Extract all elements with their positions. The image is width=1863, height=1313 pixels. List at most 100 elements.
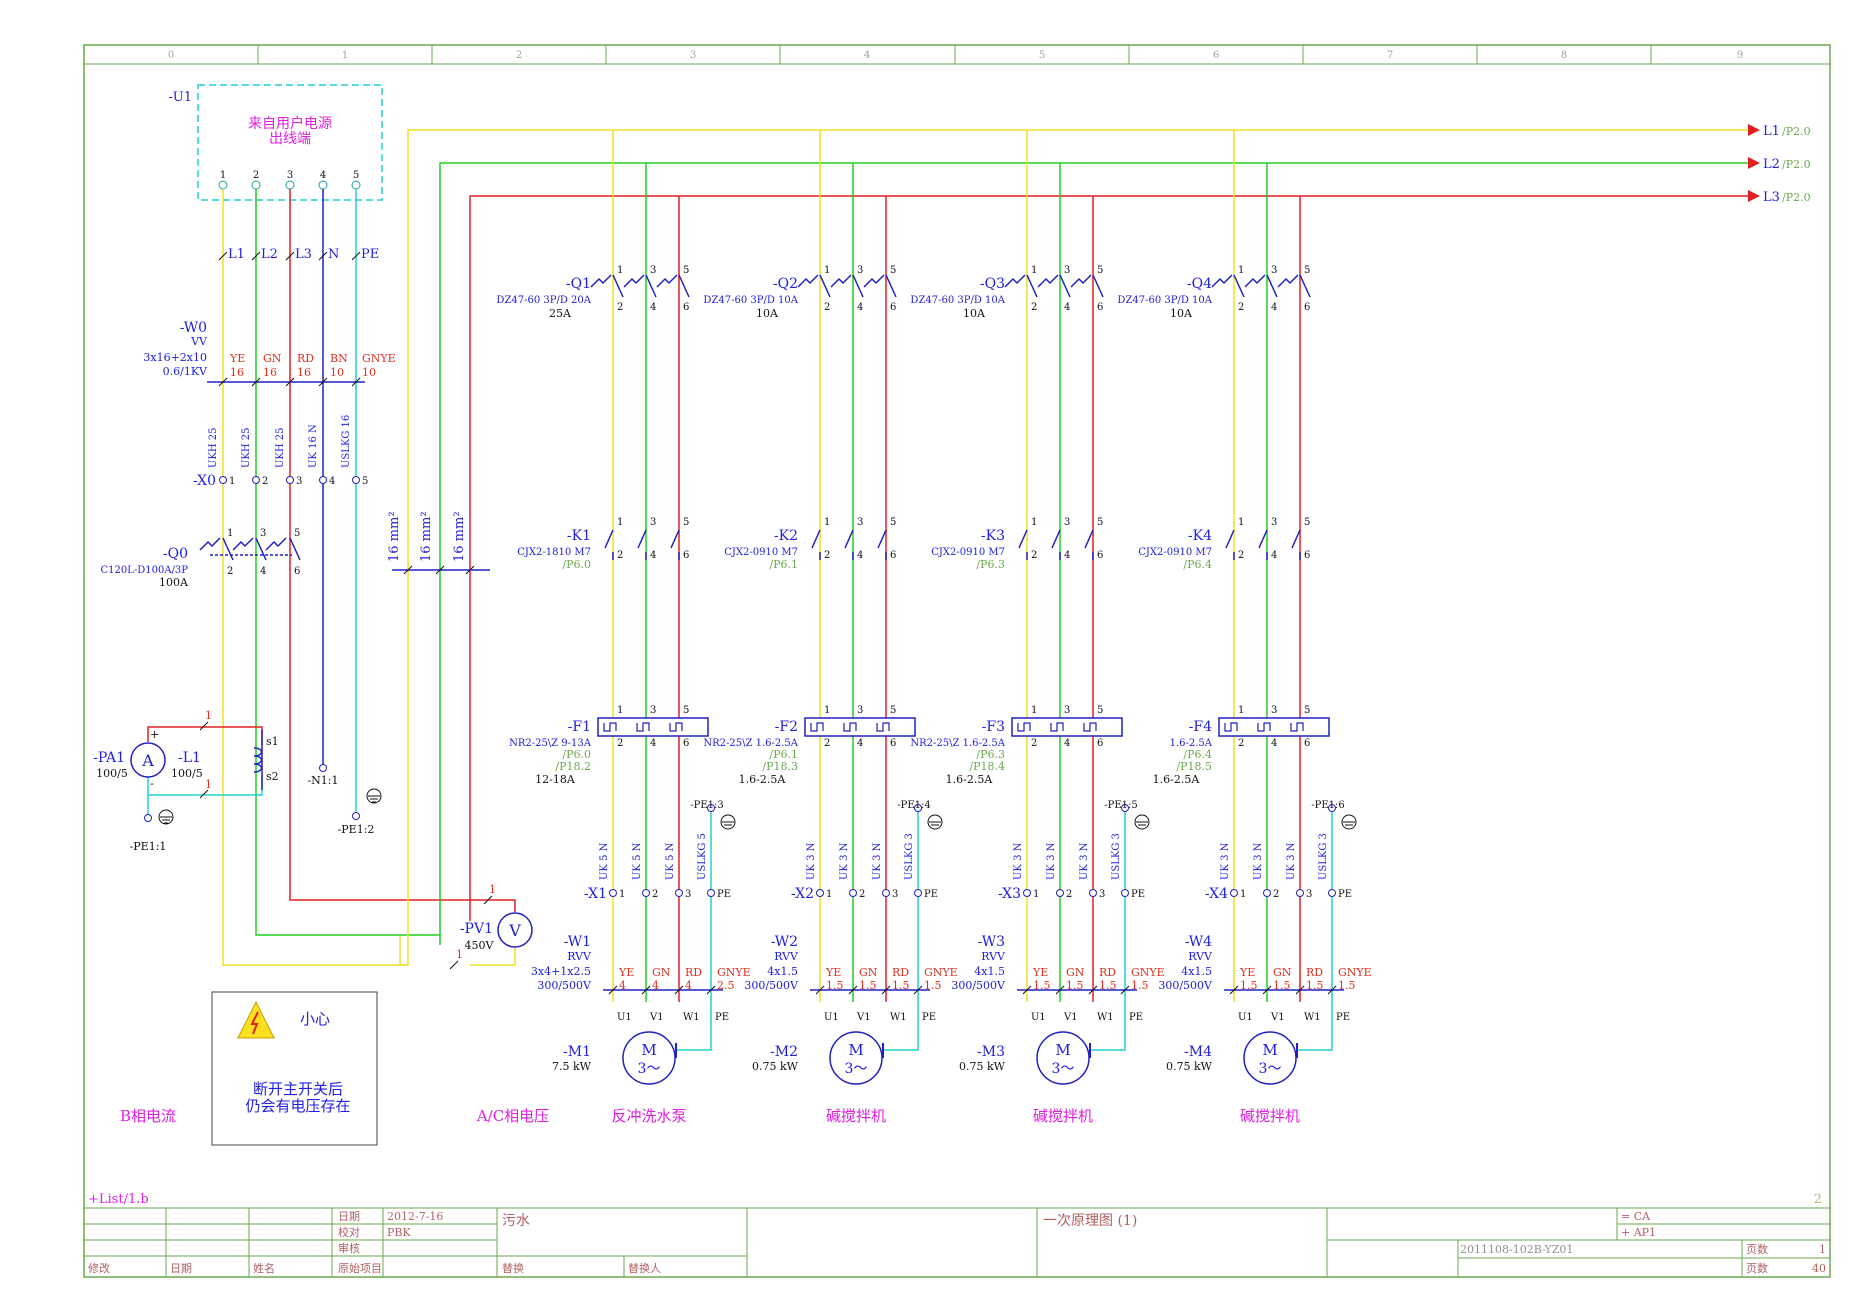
pe-terminal <box>707 804 715 812</box>
motor-pin: U1 <box>617 1012 632 1023</box>
terminal-number: 3 <box>296 476 302 487</box>
pin-number: 5 <box>683 517 689 528</box>
main-terminals-tag: -X0 <box>193 473 216 489</box>
overload-ref: /P6.4 <box>1183 748 1212 761</box>
pin-number: 6 <box>890 550 896 561</box>
cable-tick <box>1229 985 1239 995</box>
ct-s2: s2 <box>266 770 279 783</box>
contactor-tag: -K1 <box>567 528 591 544</box>
cable-color: YE <box>1032 966 1048 979</box>
cable-voltage: 300/500V <box>951 979 1006 992</box>
breaker-trip <box>797 274 819 288</box>
overload-model: NR2-25\Z 9-13A <box>509 738 592 749</box>
cable-tick <box>1120 985 1130 995</box>
cable-tick <box>1262 985 1272 995</box>
title-origin-label: 原始项目 <box>338 1261 382 1275</box>
contactor-ref: /P6.1 <box>769 558 798 571</box>
pin-number: 2 <box>1031 302 1037 313</box>
source-tag: -U1 <box>168 90 192 105</box>
breaker-tag: -Q4 <box>1187 276 1212 292</box>
motor-phase: 3～ <box>1259 1061 1282 1077</box>
contactor-tag: -K4 <box>1188 528 1212 544</box>
breaker-trip <box>1070 274 1092 288</box>
earth-icon <box>366 788 382 804</box>
column-number: 4 <box>864 50 870 61</box>
overload-range: 1.6-2.5A <box>1153 773 1201 786</box>
terminal-point <box>1296 889 1304 897</box>
title-rev-date-label: 日期 <box>170 1262 192 1275</box>
motor-phase: 3～ <box>638 1061 661 1077</box>
source-terminals: 1 2 3 4 5 <box>218 170 361 190</box>
pin-number: 5 <box>1097 265 1103 276</box>
voltmeter-wire-no-2: 1 <box>456 948 463 961</box>
cable-size: 1.5 <box>1306 979 1324 992</box>
cable-color: RD <box>892 966 909 979</box>
motor-pin: V1 <box>649 1012 664 1023</box>
cable-spec: 4x1.5 <box>767 965 798 978</box>
pin-number: 4 <box>1271 550 1277 561</box>
pin-number: 3 <box>857 517 863 528</box>
terminal-tag: -X4 <box>1205 886 1228 902</box>
ct-s1: s1 <box>266 735 279 748</box>
pin-number: 5 <box>1304 517 1310 528</box>
breaker-rating: 10A <box>963 307 986 320</box>
pin-number: 1 <box>1031 265 1037 276</box>
cable-tag: -W2 <box>771 934 798 950</box>
pin-number: 6 <box>890 738 896 749</box>
motor-power: 0.75 kW <box>1166 1060 1213 1073</box>
pin-number: 6 <box>683 302 689 313</box>
motor-tag: -M4 <box>1184 1044 1212 1060</box>
feeder-column <box>1211 130 1357 1085</box>
terminal-point <box>914 889 922 897</box>
feeder-column <box>590 130 736 1085</box>
earth-icon <box>1134 814 1150 830</box>
main-cable-voltage: 0.6/1KV <box>163 365 208 378</box>
terminal-point <box>642 889 650 897</box>
terminal-type: USLKG 5 <box>697 833 708 880</box>
motor-letter: M <box>1055 1041 1070 1059</box>
feeder-column <box>1004 130 1150 1085</box>
ammeter-minus: - <box>150 777 154 790</box>
warning-box: 小心 断开主开关后 仍会有电压存在 <box>211 991 378 1146</box>
terminal-number: 2 <box>1273 889 1279 900</box>
terminal-point <box>1089 889 1097 897</box>
terminal-type: UK 16 N <box>308 424 319 468</box>
breaker-trip <box>590 274 612 288</box>
pin-number: 4 <box>857 738 863 749</box>
contactor-ref: /P6.4 <box>1183 558 1212 571</box>
earth-icon-ring <box>927 814 943 830</box>
pin-number: 6 <box>1097 550 1103 561</box>
pin-number: 1 <box>1238 705 1244 716</box>
motor-letter: M <box>1262 1041 1277 1059</box>
feeder-caption: 反冲洗水泵 <box>611 1107 686 1125</box>
terminal-type: USLKG 3 <box>1111 833 1122 880</box>
pin-number: 5 <box>1097 517 1103 528</box>
overload-ref: /P18.2 <box>555 760 591 773</box>
title-rev-label: 修改 <box>88 1261 110 1275</box>
terminal-number: 3 <box>892 889 898 900</box>
terminal-point <box>1328 889 1336 897</box>
title-eq-ap: + AP1 <box>1621 1226 1656 1239</box>
voltmeter-rating: 450V <box>465 939 495 952</box>
contactor-tag: -K2 <box>774 528 798 544</box>
motor-pin: W1 <box>683 1012 700 1023</box>
cable-color: RD <box>1306 966 1323 979</box>
cable-size: 16 <box>297 366 311 379</box>
title-check-label: 校对 <box>338 1225 360 1239</box>
overload-ref: /P18.3 <box>762 760 798 773</box>
overload-element <box>1017 722 1031 732</box>
terminal-type: UK 3 N <box>1079 842 1090 880</box>
breaker-contact <box>819 274 831 298</box>
overload-model: 1.6-2.5A <box>1170 738 1213 749</box>
cable-size: 1.5 <box>892 979 910 992</box>
terminal-number: 2 <box>859 889 865 900</box>
contactor-contact <box>877 529 887 560</box>
terminal-number: 1 <box>619 889 625 900</box>
pin-number: 4 <box>650 302 656 313</box>
pin-number: 3 <box>1271 517 1277 528</box>
terminal-type: UK 5 N <box>632 842 643 880</box>
motor-tag: -M1 <box>563 1044 591 1060</box>
overload-ref: /P18.5 <box>1176 760 1212 773</box>
cable-size: 1.5 <box>1033 979 1051 992</box>
